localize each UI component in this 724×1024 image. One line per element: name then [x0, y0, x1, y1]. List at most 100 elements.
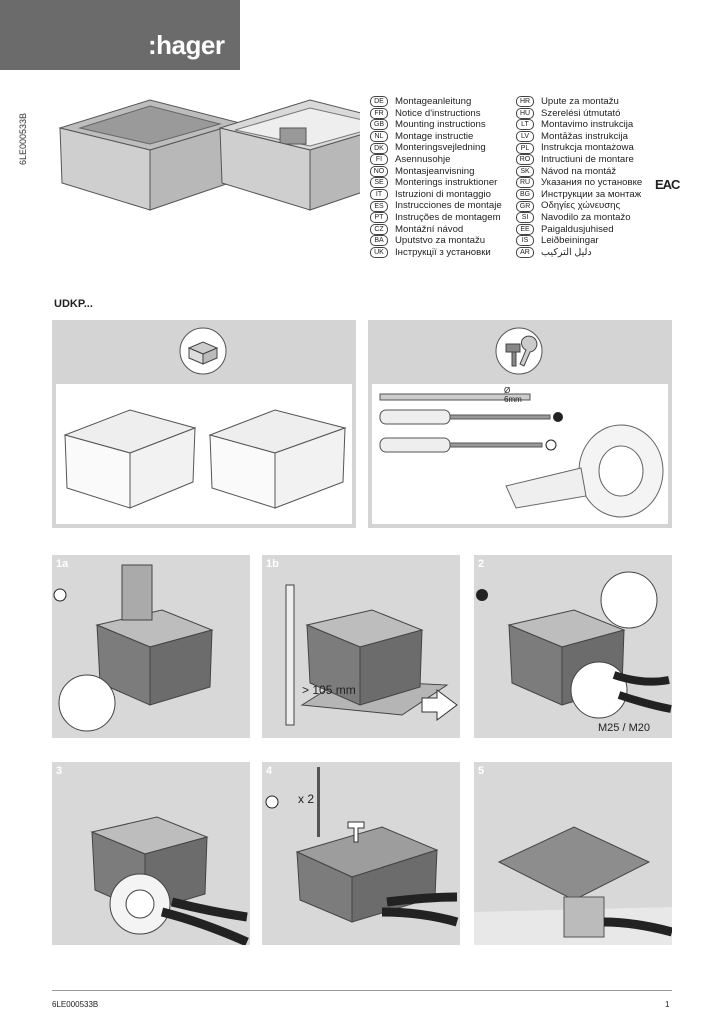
language-code-badge: HR — [516, 96, 534, 108]
footer-divider — [52, 990, 672, 991]
cable-conduit — [612, 671, 670, 686]
step-5-panel: 5 — [474, 762, 672, 945]
language-label: Montasjeanvisning — [395, 165, 475, 177]
language-item-no: NO Montasjeanvisning — [370, 166, 474, 178]
language-code-badge: SK — [516, 165, 534, 177]
language-item-si: SI Navodilo za montažo — [516, 212, 631, 224]
language-label: Paigaldusjuhised — [541, 223, 614, 235]
language-item-hu: HU Szerelési útmutató — [516, 108, 620, 120]
package-icon — [179, 327, 227, 375]
language-item-lv: LV Montāžas instrukcija — [516, 131, 628, 143]
language-code-badge: NL — [370, 131, 388, 143]
language-item-es: ES Instrucciones de montaje — [370, 200, 502, 212]
language-label: Mounting instructions — [395, 119, 486, 131]
step-3-panel: 3 — [52, 762, 250, 945]
language-item-lt: LT Montavimo instrukcija — [516, 119, 633, 131]
language-label: Montavimo instrukcija — [541, 119, 634, 131]
open-box-drawing — [218, 99, 360, 211]
step-label: 4 — [266, 765, 273, 777]
language-label: Instrucciones de montaje — [395, 200, 502, 212]
language-label: Указания по установке — [541, 177, 643, 189]
tools-panel: Ø 6mm — [368, 320, 672, 528]
step-1b-panel: > 105 mm 1b — [262, 555, 460, 738]
language-code-badge: BA — [370, 235, 388, 247]
arrow-icon — [421, 689, 458, 721]
language-item-sk: SK Návod na montáž — [516, 166, 616, 178]
language-code-badge: GB — [370, 119, 388, 131]
language-code-badge: FR — [370, 107, 388, 119]
language-item-uk: UK Інструкції з установки — [370, 247, 491, 259]
language-label: Navodilo za montažo — [541, 212, 631, 223]
language-item-gb: GB Mounting instructions — [370, 119, 486, 131]
language-label: Montážní návod — [395, 223, 464, 235]
cross-head-icon — [545, 439, 557, 451]
side-document-code: 6LE000533B — [18, 112, 28, 165]
language-code-badge: LV — [516, 131, 534, 143]
language-code-badge: ES — [370, 200, 388, 212]
step-1a-panel: 1a — [52, 555, 250, 738]
drill-bit — [379, 393, 531, 401]
step-2-panel: M25 / M20 2 — [474, 555, 672, 738]
language-code-badge: CZ — [370, 223, 388, 235]
language-code-badge: AR — [516, 247, 534, 259]
brand-header — [0, 0, 240, 70]
flat-screwdriver — [379, 409, 451, 425]
language-item-pt: PT Instruções de montagem — [370, 212, 501, 224]
language-label: Leiðbeiningar — [541, 235, 599, 247]
closed-box-drawing — [58, 99, 242, 211]
flat-head-icon — [553, 412, 563, 422]
language-code-badge: DE — [370, 96, 388, 108]
language-item-cz: CZ Montážní návod — [370, 224, 463, 236]
conduit-size-annotation: M25 / M20 — [598, 722, 650, 734]
language-label: Instrukcja montażowa — [541, 142, 634, 154]
language-item-dk: DK Monteringsvejledning — [370, 142, 486, 154]
language-code-badge: GR — [516, 200, 534, 212]
language-code-badge: IS — [516, 235, 534, 247]
language-label: Asennusohje — [395, 154, 451, 165]
language-label: Návod na montáž — [541, 165, 617, 177]
language-code-badge: PT — [370, 212, 388, 224]
language-label: Szerelési útmutató — [541, 107, 621, 119]
language-code-badge: HU — [516, 107, 534, 119]
depth-annotation: > 105 mm — [302, 683, 356, 697]
language-label: Monterings instruktioner — [395, 177, 498, 189]
language-label: Upute za montažu — [541, 96, 619, 107]
language-label: Montāžas instrukcija — [541, 130, 628, 142]
down-arrow-icon — [347, 821, 365, 843]
language-item-ro: RO Intructiuni de montare — [516, 154, 634, 166]
language-code-badge: FI — [370, 154, 388, 166]
page-number: 1 — [665, 1000, 670, 1009]
language-code-badge: SE — [370, 177, 388, 189]
language-label: دليل التركيب — [541, 246, 592, 258]
language-item-se: SE Monterings instruktioner — [370, 177, 497, 189]
language-item-nl: NL Montage instructie — [370, 131, 473, 143]
drill-size-label: Ø 6mm — [504, 386, 522, 404]
tools-icon — [495, 327, 543, 375]
language-code-badge: RO — [516, 154, 534, 166]
language-label: Intructiuni de montare — [541, 154, 634, 165]
language-code-badge: DK — [370, 142, 388, 154]
language-code-badge: PL — [516, 142, 534, 154]
language-label: Montage instructie — [395, 130, 474, 142]
measuring-tape — [285, 584, 295, 726]
language-label: Monteringsvejledning — [395, 142, 486, 154]
language-code-badge: LT — [516, 119, 534, 131]
step-label: 2 — [478, 558, 485, 570]
step-label: 1b — [266, 558, 279, 570]
language-item-pl: PL Instrukcja montażowa — [516, 142, 634, 154]
language-label: Instruções de montagem — [395, 212, 501, 223]
language-code-badge: NO — [370, 165, 388, 177]
language-code-badge: IT — [370, 189, 388, 201]
hager-logo: :hager — [148, 30, 225, 60]
language-label: Інструкції з установки — [395, 246, 491, 258]
language-code-badge: UK — [370, 247, 388, 259]
package-contents-panel — [52, 320, 356, 528]
language-code-badge: SI — [516, 212, 534, 224]
